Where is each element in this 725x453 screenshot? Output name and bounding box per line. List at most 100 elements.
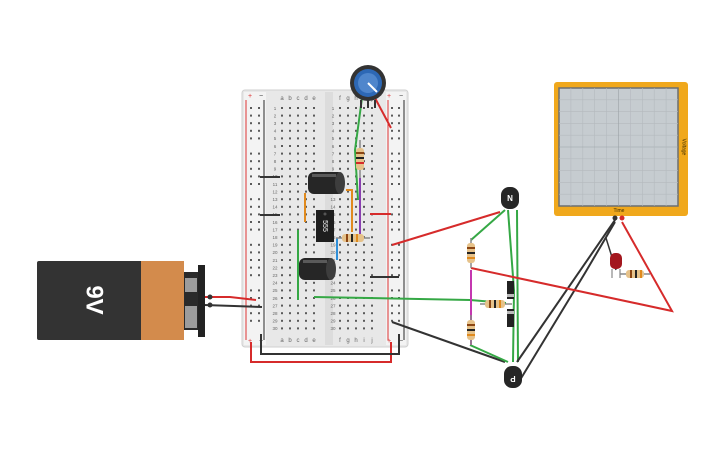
wire-green-npn-emitter[interactable] (516, 209, 519, 363)
column-letter: a (280, 338, 284, 344)
row-number: 8 (332, 159, 335, 164)
transistor-pnp[interactable]: P (504, 366, 522, 388)
wire-red-to-scope[interactable] (470, 221, 674, 313)
row-number: 20 (330, 250, 336, 255)
capacitor-top[interactable] (308, 172, 345, 194)
resistor-led[interactable] (620, 270, 650, 278)
potentiometer[interactable] (350, 65, 386, 108)
row-number: 14 (272, 205, 278, 210)
row-number: 7 (274, 151, 277, 156)
row-number: 8 (274, 159, 277, 164)
column-letter: c (297, 96, 300, 102)
pot-indicator (367, 82, 378, 93)
row-number: 25 (272, 288, 278, 293)
row-number: 29 (272, 319, 278, 324)
wire-black-scope-2[interactable] (519, 221, 616, 381)
wire-pot-red[interactable] (374, 97, 392, 129)
column-letter: j (370, 338, 372, 344)
resistor-horizontal-board[interactable] (336, 234, 370, 242)
row-number: 4 (332, 129, 335, 134)
diode-2[interactable] (507, 309, 514, 327)
row-number: 17 (272, 227, 278, 232)
row-number: 11 (273, 182, 278, 187)
column-letter: h (354, 96, 357, 102)
battery-label: 9V (81, 285, 108, 314)
row-number: 2 (332, 113, 335, 118)
battery-9v[interactable]: 9V (37, 261, 213, 340)
rail-minus-left-top: − (259, 93, 263, 100)
scope-probe-negative[interactable] (612, 215, 618, 221)
row-number: 16 (272, 220, 278, 225)
row-number: 13 (272, 197, 278, 202)
rail-minus-right-bottom: − (399, 338, 403, 345)
row-number: 25 (330, 288, 336, 293)
row-number: 2 (274, 113, 277, 118)
row-number: 4 (274, 129, 277, 134)
transistor-npn[interactable]: N (501, 187, 519, 209)
column-letter: b (288, 338, 292, 344)
wire-black-to-pnp[interactable] (391, 321, 506, 363)
wire-pot-green[interactable] (353, 97, 363, 201)
wires[interactable] (203, 97, 674, 381)
row-number: 27 (272, 303, 278, 308)
column-letter: f (339, 338, 341, 344)
row-number: 28 (272, 311, 278, 316)
column-letter: b (288, 96, 292, 102)
column-letter: h (354, 338, 357, 344)
scope-x-label: Time (614, 208, 625, 214)
capacitor-bottom[interactable] (299, 258, 336, 280)
resistor-r1[interactable] (467, 238, 475, 268)
row-number: 18 (272, 235, 278, 240)
row-number: 7 (332, 151, 335, 156)
resistor-vertical[interactable] (356, 140, 364, 178)
row-number: 28 (330, 311, 336, 316)
column-letter: c (297, 338, 300, 344)
column-letter: i (363, 338, 364, 344)
row-number: 6 (332, 144, 335, 149)
row-number: 3 (332, 121, 335, 126)
column-letter: e (312, 96, 316, 102)
timer-chip-555[interactable]: 555 (316, 210, 334, 242)
wire-black-bottom-loop[interactable] (260, 334, 400, 355)
resistor-r2[interactable] (480, 300, 512, 308)
resistor-r3[interactable] (467, 315, 475, 345)
diode-1[interactable] (507, 281, 514, 299)
wire-battery-red[interactable] (204, 296, 257, 301)
row-number: 6 (274, 144, 277, 149)
row-number: 26 (272, 296, 278, 301)
scope-probe-positive[interactable] (619, 215, 625, 221)
column-letter: a (280, 96, 284, 102)
oscilloscope[interactable]: Time Voltage (554, 82, 688, 221)
rail-plus-right-top: + (387, 93, 391, 100)
row-number: 1 (332, 106, 335, 111)
wire-red-to-npn[interactable] (391, 211, 501, 246)
wire-green-to-pnp[interactable] (469, 344, 509, 363)
row-number: 19 (272, 243, 278, 248)
row-number: 20 (272, 250, 278, 255)
battery-clip (198, 265, 205, 337)
row-number: 9 (274, 167, 277, 172)
wire-battery-black[interactable] (203, 304, 263, 308)
row-number: 22 (272, 265, 278, 270)
row-number: 23 (272, 273, 278, 278)
rail-plus-left-top: + (248, 93, 252, 100)
wire-black-to-scope[interactable] (516, 219, 616, 363)
rail-plus-right-bottom: + (387, 338, 391, 345)
wire-red-bottom-loop[interactable] (250, 342, 392, 363)
row-number: 12 (272, 189, 278, 194)
column-letter: f (339, 96, 341, 102)
wire-green-npn-left[interactable] (470, 209, 506, 241)
column-letter: d (304, 338, 307, 344)
row-number: 29 (330, 319, 336, 324)
led-red[interactable] (610, 253, 622, 278)
row-number: 1 (274, 106, 277, 111)
row-number: 30 (272, 326, 278, 331)
battery-terminal-positive[interactable] (185, 278, 197, 292)
column-letter: d (304, 96, 307, 102)
row-number: 30 (330, 326, 336, 331)
wire-orange-2[interactable] (346, 189, 353, 232)
column-letter: e (312, 338, 316, 344)
scope-grid (559, 88, 678, 206)
battery-terminal-negative[interactable] (185, 306, 197, 328)
